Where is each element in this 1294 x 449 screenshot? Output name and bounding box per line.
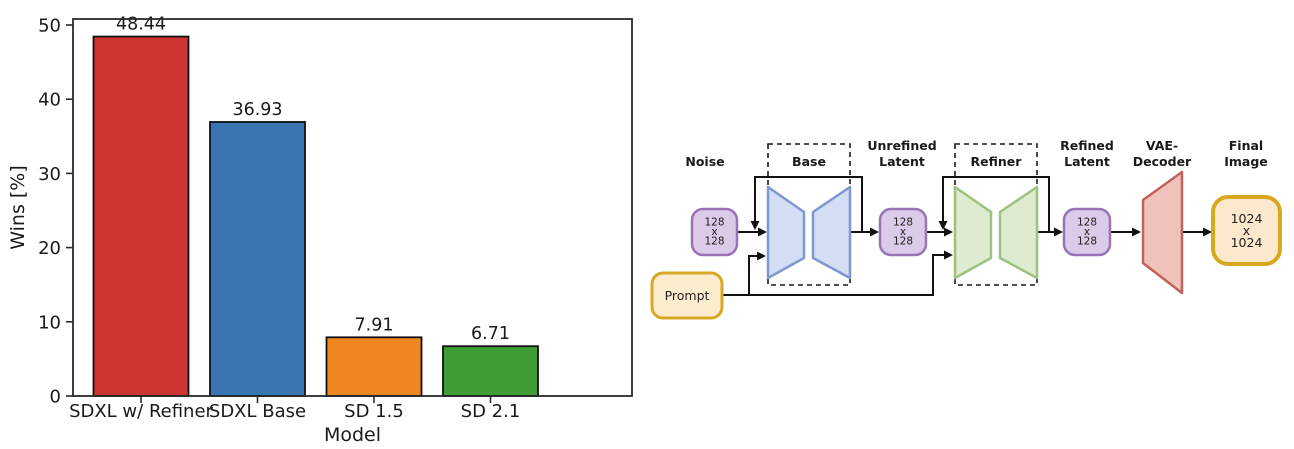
wire-prompt-to-refiner <box>749 254 951 296</box>
wire-base-loop <box>754 176 863 232</box>
arrowhead-refiner-to-refined <box>1054 227 1063 237</box>
noise-size-line2: x <box>711 226 717 238</box>
arrowhead-vae-to-final <box>1203 227 1212 237</box>
noise-label: Noise <box>685 154 724 169</box>
bar-sd-2-1 <box>442 345 539 397</box>
vae-decoder-label-line1: VAE- <box>1146 138 1178 153</box>
y-tick-label-20: 20 <box>38 238 61 259</box>
x-tick-label-sd-1-5: SD 1.5 <box>344 401 404 422</box>
final-image-box <box>1211 195 1282 266</box>
noise-size-line3: 128 <box>704 236 724 248</box>
arrowhead-prompt-to-refiner <box>944 250 953 260</box>
arrowhead-unrefined-to-refiner <box>944 227 953 237</box>
unrefined-latent-box <box>878 207 928 257</box>
y-axis-label: Wins [%] <box>7 165 29 250</box>
y-tick-label-30: 30 <box>38 164 61 185</box>
refiner-unet-decoder <box>998 185 1039 280</box>
noise-size-line1: 128 <box>704 217 724 229</box>
bar-sdxl-base <box>209 121 306 397</box>
bar-value-sd-2-1: 6.71 <box>471 324 510 344</box>
final-image-label-line2: Image <box>1224 154 1268 169</box>
arrowhead-prompt-to-base <box>757 251 766 261</box>
final-size-line1: 1024 <box>1231 211 1263 226</box>
refined-latent-label-line2: Latent <box>1064 154 1110 169</box>
unrefined-size-line3: 128 <box>893 236 913 248</box>
y-tick-label-10: 10 <box>38 312 61 333</box>
refiner-label: Refiner <box>971 154 1023 169</box>
base-unet-decoder <box>811 185 852 280</box>
vae-decoder-shape <box>1141 170 1184 295</box>
bar-value-sd-1-5: 7.91 <box>355 315 394 335</box>
refiner-dashed-box <box>954 143 1038 286</box>
x-axis-label: Model <box>324 424 381 446</box>
base-unet-encoder <box>766 185 806 280</box>
pipeline-diagram-panel: Noise Base Unrefined Latent Refiner Refi… <box>650 138 1282 320</box>
unrefined-latent-label-line1: Unrefined <box>867 138 936 153</box>
arrowhead-base-to-unrefined <box>870 227 879 237</box>
base-dashed-box <box>767 143 851 286</box>
refined-size-line3: 128 <box>1077 236 1097 248</box>
x-tick-label-sd-2-1: SD 2.1 <box>461 401 521 422</box>
y-tick-label-50: 50 <box>38 16 61 37</box>
wire-refiner-loop <box>942 176 1050 232</box>
arrowhead-refiner-loop <box>938 221 948 230</box>
arrowhead-refined-to-vae <box>1132 227 1141 237</box>
refined-size-line1: 128 <box>1077 217 1097 229</box>
arrowhead-noise-to-base <box>758 227 767 237</box>
final-size-line3: 1024 <box>1231 235 1263 250</box>
wire-prompt-to-base <box>722 255 764 296</box>
arrowhead-base-loop <box>750 221 760 230</box>
x-tick-label-sdxl-base: SDXL Base <box>209 401 306 422</box>
bar-value-sdxl-base: 36.93 <box>232 100 282 120</box>
bar-sdxl-w-refiner <box>92 35 190 397</box>
prompt-box <box>650 271 724 320</box>
prompt-label: Prompt <box>665 288 710 303</box>
unrefined-size-line2: x <box>900 226 906 238</box>
plot-spines <box>72 18 633 397</box>
bar-value-sdxl-w-refiner: 48.44 <box>116 15 166 35</box>
vae-decoder-label-line2: Decoder <box>1133 154 1192 169</box>
x-tick-label-sdxl-w-refiner: SDXL w/ Refiner <box>69 401 213 422</box>
unrefined-latent-label-line2: Latent <box>879 154 925 169</box>
unrefined-size-line1: 128 <box>893 217 913 229</box>
refined-size-line2: x <box>1084 226 1090 238</box>
refined-latent-label-line1: Refined <box>1060 138 1114 153</box>
final-image-label-line1: Final <box>1229 138 1263 153</box>
refined-latent-box <box>1062 207 1112 257</box>
base-label: Base <box>792 154 826 169</box>
y-tick-label-40: 40 <box>38 90 61 111</box>
final-size-line2: x <box>1243 223 1250 238</box>
refiner-unet-encoder <box>953 185 993 280</box>
y-tick-label-0: 0 <box>50 387 61 408</box>
bar-sd-1-5 <box>325 336 423 397</box>
noise-latent-box <box>690 207 739 257</box>
